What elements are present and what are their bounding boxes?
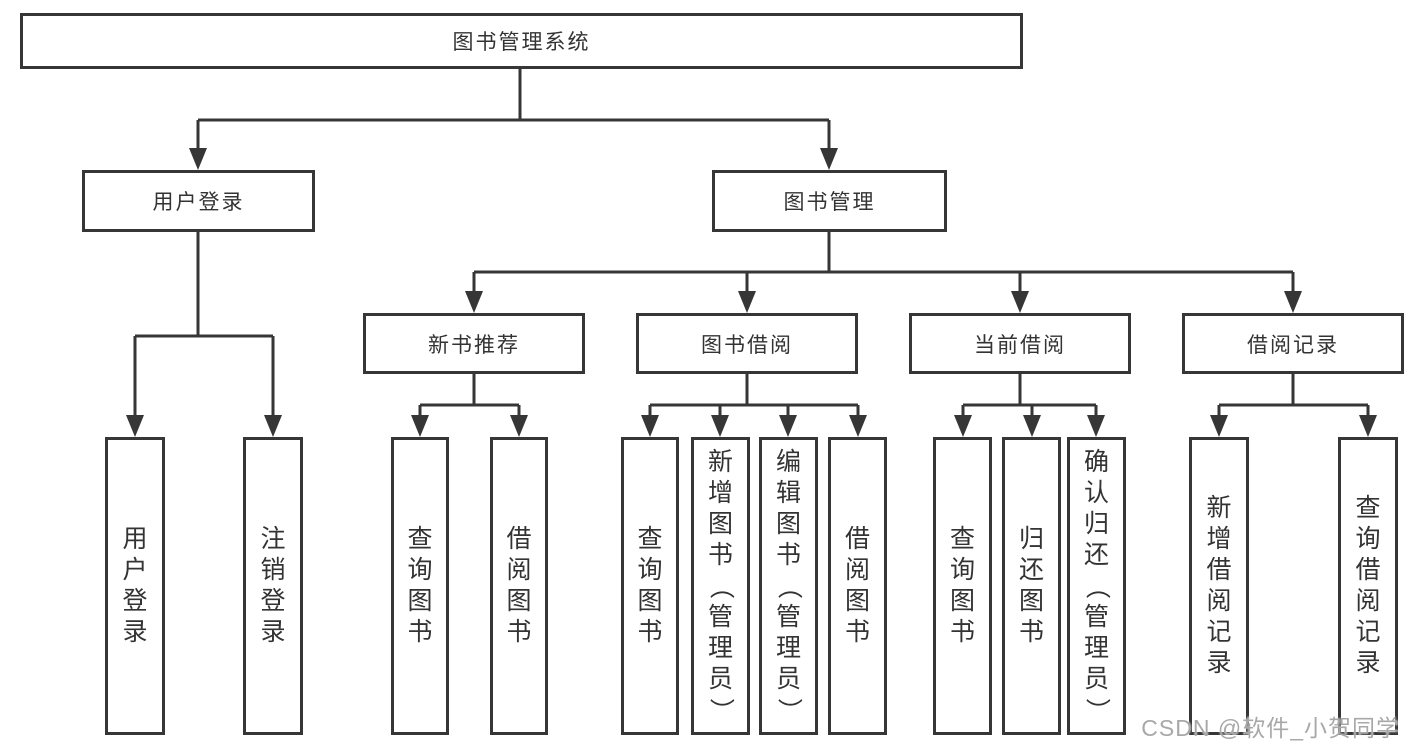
leaf-query-borrow-record: 查询借阅记录: [1338, 437, 1398, 735]
leaf-query-books-borrow-label: 查询图书: [637, 525, 663, 646]
leaf-add-book-admin: 新增图书（管理员）: [691, 437, 750, 735]
leaf-edit-book-admin-label: 编辑图书（管理员）: [774, 447, 803, 723]
node-new-book-recommend: 新书推荐: [363, 313, 585, 374]
node-current-borrow: 当前借阅: [909, 313, 1131, 374]
leaf-borrow-books-borrow: 借阅图书: [828, 437, 887, 735]
leaf-add-book-admin-label: 新增图书（管理员）: [706, 447, 735, 723]
leaf-add-borrow-record: 新增借阅记录: [1189, 437, 1249, 735]
arrowheads: [126, 148, 1377, 437]
leaf-borrow-books-borrow-label: 借阅图书: [844, 525, 870, 646]
leaf-borrow-books-recommend: 借阅图书: [490, 437, 548, 735]
leaf-query-books-current-label: 查询图书: [949, 525, 975, 646]
leaf-query-books-borrow: 查询图书: [621, 437, 679, 735]
node-book-management-label: 图书管理: [783, 191, 876, 214]
leaf-logout-label: 注销登录: [260, 525, 286, 646]
node-borrow-records: 借阅记录: [1182, 313, 1404, 374]
leaf-query-books-recommend: 查询图书: [391, 437, 449, 735]
node-new-book-recommend-label: 新书推荐: [428, 333, 520, 357]
node-user-login: 用户登录: [82, 170, 315, 232]
node-book-borrow: 图书借阅: [636, 313, 858, 374]
leaf-confirm-return-admin-label: 确认归还（管理员）: [1082, 447, 1111, 723]
leaf-return-books: 归还图书: [1002, 437, 1061, 735]
node-book-borrow-label: 图书借阅: [701, 333, 793, 357]
leaf-user-login: 用户登录: [105, 437, 165, 735]
leaf-borrow-books-recommend-label: 借阅图书: [506, 525, 532, 646]
leaf-query-books-current: 查询图书: [933, 437, 992, 735]
leaf-user-login-label: 用户登录: [122, 525, 148, 646]
node-user-login-label: 用户登录: [152, 191, 245, 214]
node-current-borrow-label: 当前借阅: [974, 333, 1066, 357]
leaf-return-books-label: 归还图书: [1018, 525, 1044, 646]
watermark-text: CSDN @软件_小贺同学: [1141, 715, 1400, 741]
leaf-confirm-return-admin: 确认归还（管理员）: [1067, 437, 1126, 735]
node-book-management: 图书管理: [712, 170, 947, 232]
leaf-edit-book-admin: 编辑图书（管理员）: [759, 437, 818, 735]
leaf-query-books-recommend-label: 查询图书: [407, 525, 433, 646]
leaf-query-borrow-record-label: 查询借阅记录: [1355, 494, 1381, 677]
leaf-add-borrow-record-label: 新增借阅记录: [1206, 494, 1232, 677]
node-library-system: 图书管理系统: [20, 13, 1023, 69]
node-library-system-label: 图书管理系统: [452, 31, 591, 54]
leaf-logout: 注销登录: [243, 437, 303, 735]
node-borrow-records-label: 借阅记录: [1247, 333, 1339, 357]
